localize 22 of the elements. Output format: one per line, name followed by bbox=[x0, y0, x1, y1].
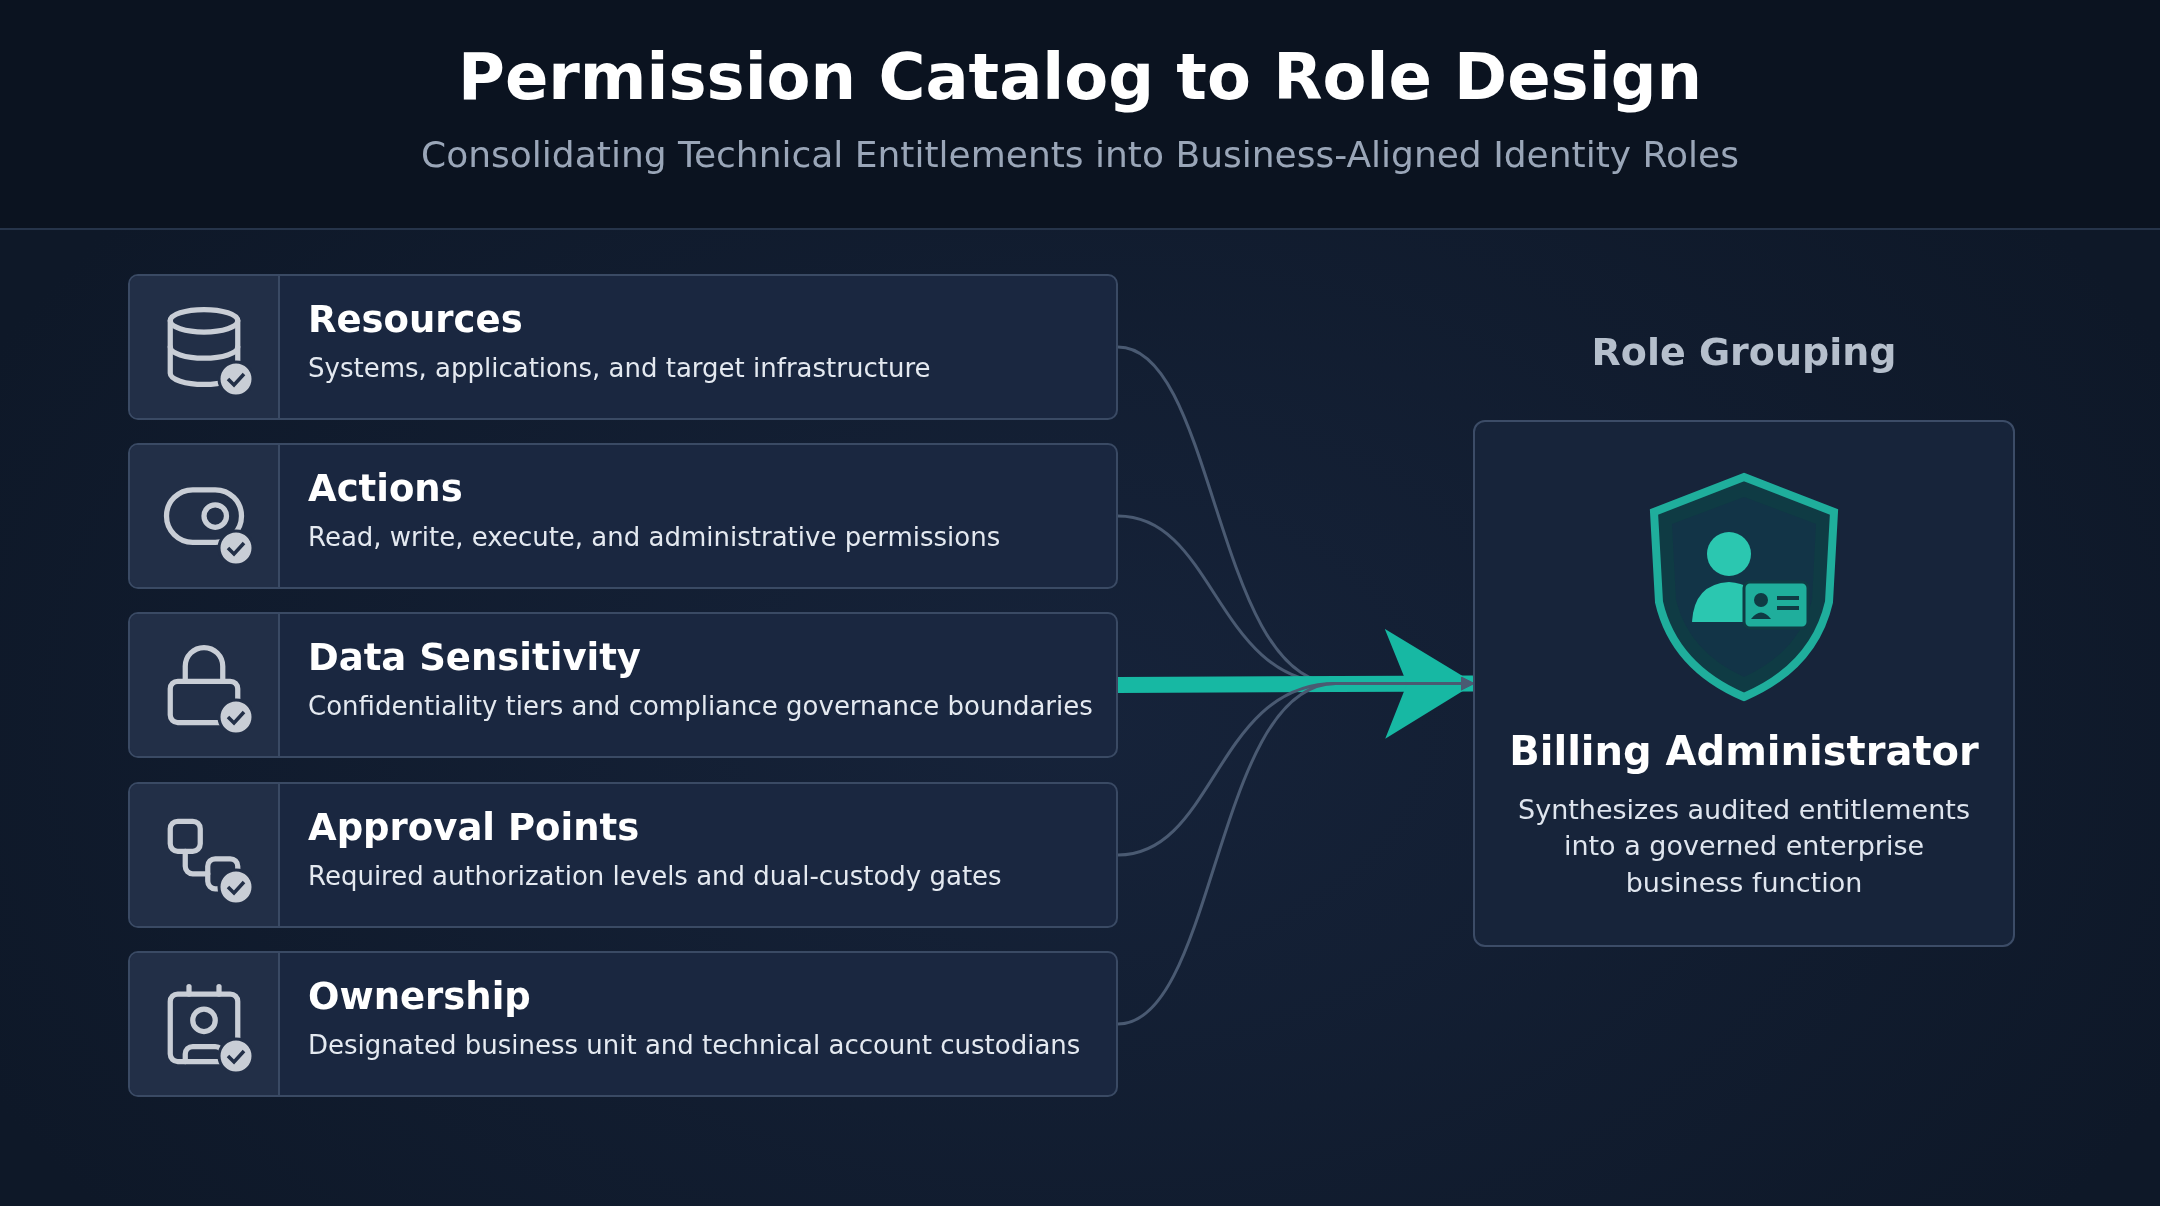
category-card bbox=[128, 951, 1118, 1097]
card-description: Systems, applications, and target infrastructure bbox=[308, 353, 931, 383]
category-card bbox=[128, 782, 1118, 928]
card-heading: Resources bbox=[308, 298, 523, 341]
category-card bbox=[128, 274, 1118, 420]
card-description: Designated business unit and technical account custodians bbox=[308, 1030, 1081, 1060]
category-card bbox=[128, 612, 1118, 758]
role-title: Billing Administrator bbox=[1509, 728, 1979, 774]
role-description: Synthesizes audited entitlements into a governed enterprise business function bbox=[1517, 793, 1971, 900]
card-heading: Actions bbox=[308, 467, 463, 510]
card-description: Required authorization levels and dual-custody gates bbox=[308, 861, 1002, 891]
card-description: Read, write, execute, and administrative permissions bbox=[308, 522, 1001, 552]
category-card bbox=[128, 443, 1118, 589]
thick-arrow bbox=[1117, 628, 1475, 739]
card-heading: Data Sensitivity bbox=[308, 636, 641, 679]
connector-line bbox=[1117, 676, 1475, 1026]
title: Permission Catalog to Role Design bbox=[457, 40, 1703, 114]
section-heading: Role Grouping bbox=[1590, 330, 1898, 376]
card-heading: Ownership bbox=[308, 975, 531, 1018]
card-heading: Approval Points bbox=[308, 806, 640, 849]
card-description: Confidentiality tiers and compliance governance boundaries bbox=[308, 691, 1093, 721]
subtitle: Consolidating Technical Entitlements into Business-Aligned Identity Roles bbox=[420, 134, 1740, 175]
